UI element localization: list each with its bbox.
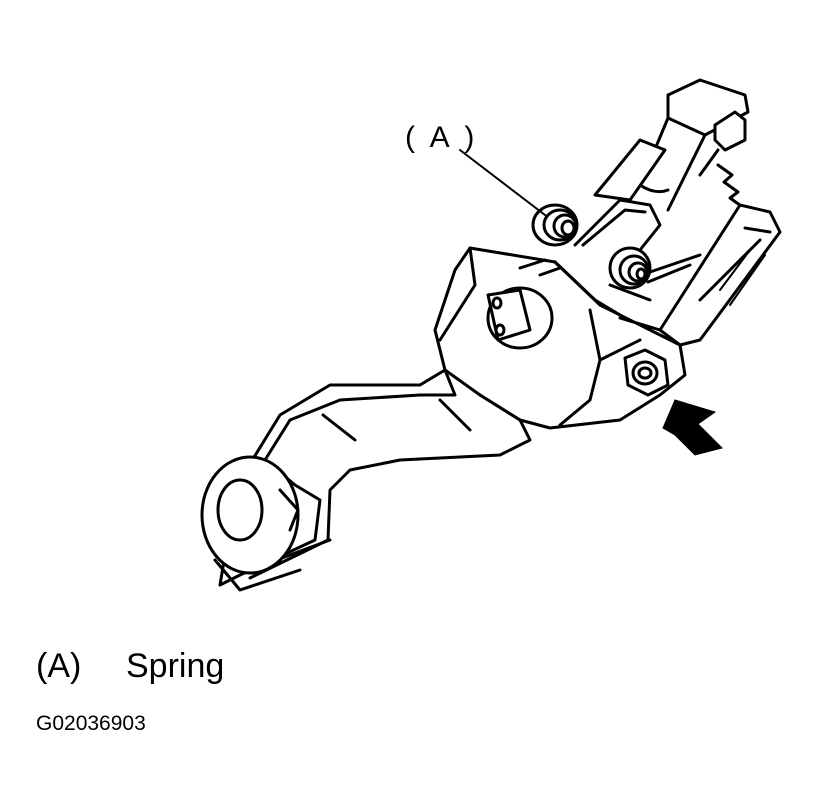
mounting-nut bbox=[623, 348, 670, 397]
legend-key: (A) bbox=[36, 647, 82, 685]
callout-a: ( A ) bbox=[405, 121, 546, 216]
side-plate bbox=[658, 203, 782, 347]
upper-bracket bbox=[593, 138, 667, 202]
callout-label: ( A ) bbox=[405, 121, 478, 154]
arrow-pointer-icon bbox=[662, 399, 723, 456]
boss-with-holes bbox=[486, 286, 554, 350]
spring-b bbox=[608, 246, 702, 290]
legend-text: Spring bbox=[126, 647, 225, 685]
lever-eye bbox=[200, 455, 302, 592]
spring-a bbox=[531, 198, 662, 252]
figure-id: G02036903 bbox=[36, 712, 146, 735]
legend: (A) Spring bbox=[36, 646, 224, 686]
